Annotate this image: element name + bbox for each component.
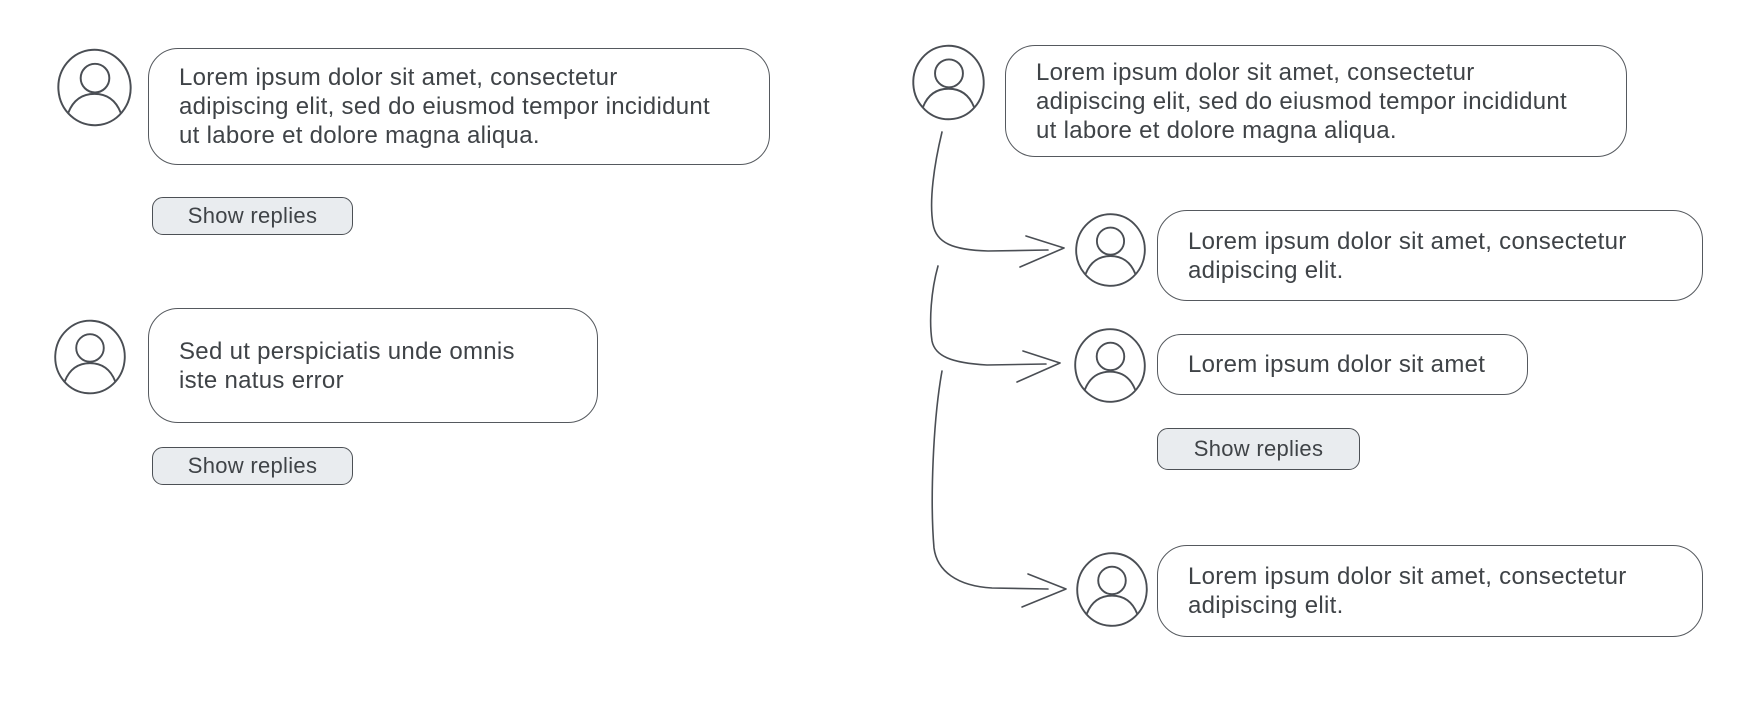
comment-bubble: Lorem ipsum dolor sit amet, consectetur … bbox=[148, 48, 770, 165]
comment-bubble: Sed ut perspiciatis unde omnis iste natu… bbox=[148, 308, 598, 423]
user-avatar-icon bbox=[1072, 327, 1148, 404]
show-replies-button[interactable]: Show replies bbox=[152, 197, 353, 235]
reply-bubble: Lorem ipsum dolor sit amet bbox=[1157, 334, 1528, 395]
show-replies-button[interactable]: Show replies bbox=[1157, 428, 1360, 470]
reply-bubble: Lorem ipsum dolor sit amet, consectetur … bbox=[1157, 210, 1703, 301]
user-avatar-icon bbox=[1073, 212, 1148, 288]
reply-bubble: Lorem ipsum dolor sit amet, consectetur … bbox=[1157, 545, 1703, 637]
user-avatar-icon bbox=[55, 48, 134, 127]
comment-bubble: Lorem ipsum dolor sit amet, consectetur … bbox=[1005, 45, 1627, 157]
show-replies-button[interactable]: Show replies bbox=[152, 447, 353, 485]
user-avatar-icon bbox=[1074, 551, 1150, 628]
user-avatar-icon bbox=[52, 318, 128, 396]
user-avatar-icon bbox=[910, 44, 987, 121]
